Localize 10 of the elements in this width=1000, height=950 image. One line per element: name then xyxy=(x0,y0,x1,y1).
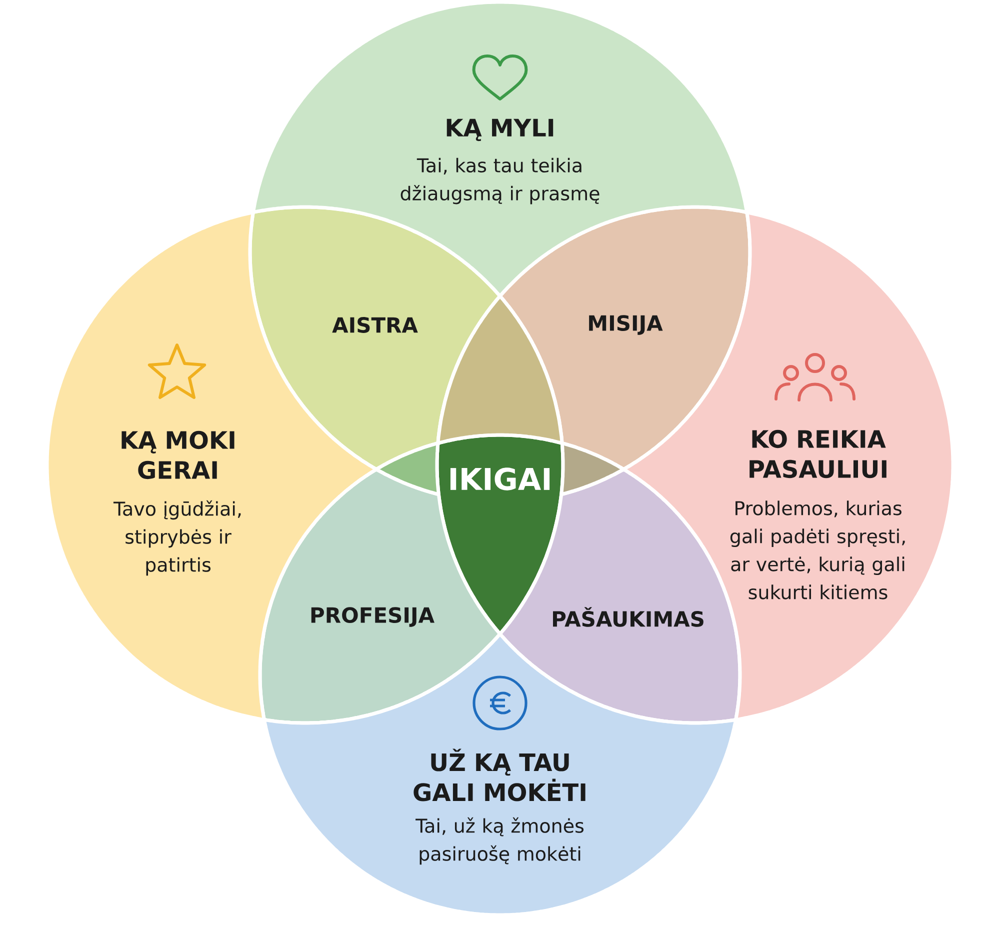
overlap-region xyxy=(560,441,626,496)
description: Tai, kas tau teikia džiaugsmą ir prasmę xyxy=(400,158,600,204)
heading: KO REIKIA PASAULIUI xyxy=(750,430,886,478)
description: Tavo įgūdžiai, stiprybės ir patirtis xyxy=(113,500,241,576)
heading: UŽ KĄ TAU GALI MOKĖTI xyxy=(414,748,586,802)
heading: KĄ MOKI GERAI xyxy=(122,430,234,480)
overlap-region xyxy=(436,294,564,445)
heading: KĄ MYLI xyxy=(446,118,554,142)
overlap-region xyxy=(374,441,440,496)
description: Tai, už ką žmonės pasiruošę mokėti xyxy=(416,817,584,865)
